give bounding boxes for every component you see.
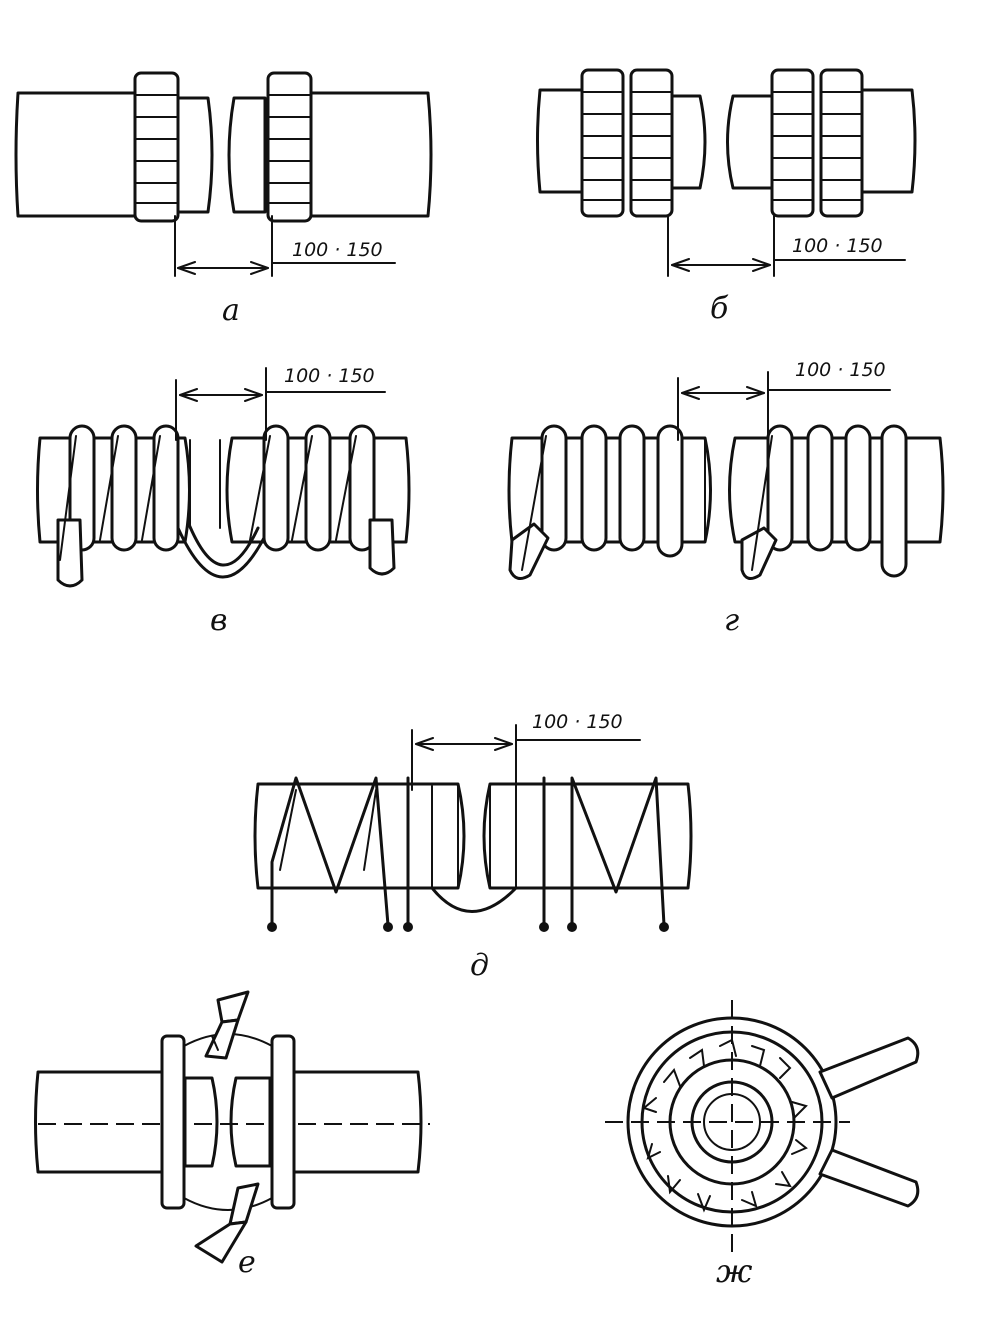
- dimension-label-b: 100 · 150: [792, 235, 883, 257]
- inductor-segment-left: [133, 71, 180, 223]
- dimension-label-a: 100 · 150: [292, 239, 383, 261]
- panel-d: 100 · 150 д: [253, 711, 693, 983]
- torch-icon: [204, 990, 250, 1060]
- dimension-label-d: 100 · 150: [532, 711, 623, 733]
- panel-label-e: е: [238, 1245, 256, 1280]
- panel-label-a: а: [222, 293, 240, 328]
- sector-teeth-zh: [641, 1038, 808, 1213]
- panel-label-v: в: [210, 603, 227, 638]
- dimension-label-v: 100 · 150: [284, 365, 375, 387]
- inductor-segment-right: [266, 71, 313, 223]
- panel-v: 100 · 150 в: [36, 365, 411, 638]
- panel-g: 100 · 150 г: [507, 359, 945, 638]
- panel-label-zh: ж: [716, 1252, 753, 1290]
- panel-label-d: д: [470, 948, 489, 983]
- panel-a: 100 · 150 а: [14, 71, 433, 328]
- dimension-label-g: 100 · 150: [795, 359, 886, 381]
- inductor-leads-zh: [818, 1036, 920, 1208]
- coil-turns-g: [508, 424, 908, 581]
- wire-winding-d: [267, 776, 669, 932]
- panel-zh: ж: [605, 1000, 920, 1290]
- panel-label-b: б: [710, 291, 729, 326]
- torch-icon-lower: [194, 1182, 260, 1264]
- panel-label-g: г: [724, 603, 739, 638]
- inductor-segments-left: [580, 68, 674, 218]
- ring-inductors-e: [160, 1033, 296, 1211]
- inductor-segments-right: [770, 68, 864, 218]
- coil-turns-v: [56, 424, 396, 588]
- panel-b: 100 · 150 б: [536, 68, 917, 326]
- panel-e: е: [34, 990, 430, 1280]
